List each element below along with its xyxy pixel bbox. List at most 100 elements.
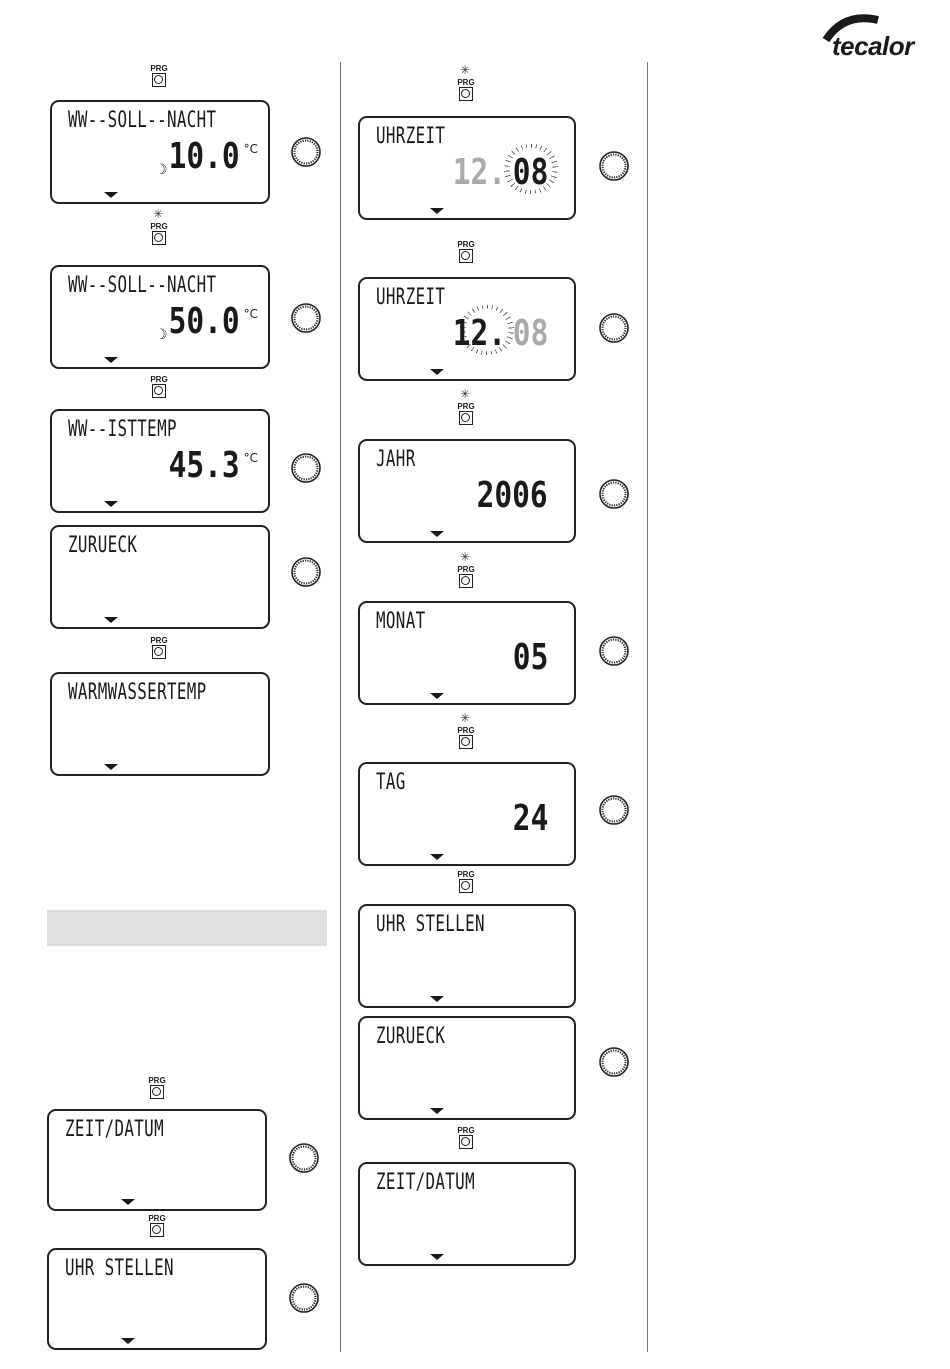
- prg-button[interactable]: PRG: [148, 636, 170, 659]
- blink-sun-icon: ✳: [153, 208, 163, 220]
- rotary-knob-icon[interactable]: [598, 1046, 630, 1078]
- lcd-value: 2006: [477, 475, 548, 516]
- prg-button-icon: [459, 735, 473, 749]
- prg-button-icon: [459, 879, 473, 893]
- prg-button-icon: [459, 411, 473, 425]
- prg-label: PRG: [455, 565, 477, 574]
- down-arrow-icon: [104, 764, 118, 770]
- down-arrow-icon: [430, 208, 444, 214]
- prg-label: PRG: [455, 726, 477, 735]
- rotary-knob-icon[interactable]: [290, 556, 322, 588]
- prg-button[interactable]: PRG: [455, 1126, 477, 1149]
- rotary-knob-icon[interactable]: [288, 1282, 320, 1314]
- rotary-knob-icon[interactable]: [290, 302, 322, 334]
- lcd-value: 50.0: [169, 301, 240, 342]
- lcd-value: 05: [512, 637, 548, 678]
- down-arrow-icon: [430, 693, 444, 699]
- prg-button[interactable]: PRG: [148, 64, 170, 87]
- column-divider: [647, 62, 648, 1352]
- down-arrow-icon: [104, 357, 118, 363]
- prg-label: PRG: [455, 78, 477, 87]
- lcd-title: UHR STELLEN: [65, 1256, 174, 1281]
- prg-button[interactable]: PRG: [146, 1214, 168, 1237]
- lcd-value-dim: 08: [512, 313, 548, 354]
- prg-button-icon: [459, 1135, 473, 1149]
- lcd-display: MONAT 05: [358, 601, 576, 705]
- prg-button[interactable]: PRG: [148, 222, 170, 245]
- lcd-display: WW--SOLL--NACHT ☽ 10.0 °C: [50, 100, 270, 204]
- blink-sun-icon: ✳: [460, 551, 470, 563]
- lcd-display: ZEIT/DATUM: [358, 1162, 576, 1266]
- lcd-value-dim: 12.: [453, 152, 506, 193]
- lcd-display: UHRZEIT 12. 08: [358, 277, 576, 381]
- rotary-knob-icon[interactable]: [598, 794, 630, 826]
- lcd-title: UHRZEIT: [376, 124, 445, 149]
- rotary-knob-icon[interactable]: [598, 150, 630, 182]
- prg-button[interactable]: PRG: [455, 240, 477, 263]
- lcd-display: ZURUECK: [50, 525, 270, 629]
- blink-sun-icon: ✳: [460, 64, 470, 76]
- rotary-knob-icon[interactable]: [598, 635, 630, 667]
- lcd-display: WARMWASSERTEMP: [50, 672, 270, 776]
- rotary-knob-icon[interactable]: [598, 312, 630, 344]
- lcd-display: TAG 24: [358, 762, 576, 866]
- down-arrow-icon: [430, 531, 444, 537]
- down-arrow-icon: [104, 192, 118, 198]
- down-arrow-icon: [104, 617, 118, 623]
- lcd-value-blinking: 12.: [453, 313, 506, 354]
- rotary-knob-icon[interactable]: [290, 136, 322, 168]
- prg-button[interactable]: PRG: [148, 375, 170, 398]
- prg-button[interactable]: PRG: [146, 1076, 168, 1099]
- lcd-title: WARMWASSERTEMP: [68, 680, 207, 705]
- lcd-value: 45.3: [169, 445, 240, 486]
- lcd-value-blinking: 08: [512, 152, 548, 193]
- section-header-bar: [47, 910, 327, 946]
- blink-sun-icon: ✳: [460, 712, 470, 724]
- prg-button-icon: [150, 1085, 164, 1099]
- rotary-knob-icon[interactable]: [290, 452, 322, 484]
- prg-label: PRG: [146, 1214, 168, 1223]
- prg-label: PRG: [455, 1126, 477, 1135]
- lcd-value: 10.0: [169, 136, 240, 177]
- prg-button[interactable]: PRG: [455, 78, 477, 101]
- prg-label: PRG: [148, 222, 170, 231]
- prg-button-icon: [459, 574, 473, 588]
- down-arrow-icon: [430, 1254, 444, 1260]
- lcd-display: WW--SOLL--NACHT ☽ 50.0 °C: [50, 265, 270, 369]
- lcd-display: WW--ISTTEMP 45.3 °C: [50, 409, 270, 513]
- lcd-title: WW--ISTTEMP: [68, 417, 177, 442]
- down-arrow-icon: [104, 501, 118, 507]
- prg-label: PRG: [455, 870, 477, 879]
- lcd-unit: °C: [244, 451, 258, 465]
- down-arrow-icon: [430, 1108, 444, 1114]
- prg-button-icon: [152, 73, 166, 87]
- lcd-display: JAHR 2006: [358, 439, 576, 543]
- lcd-title: ZURUECK: [68, 533, 137, 558]
- prg-button-icon: [150, 1223, 164, 1237]
- lcd-title: ZURUECK: [376, 1024, 445, 1049]
- rotary-knob-icon[interactable]: [288, 1142, 320, 1174]
- lcd-display: UHR STELLEN: [47, 1248, 267, 1350]
- down-arrow-icon: [430, 369, 444, 375]
- lcd-title: MONAT: [376, 609, 425, 634]
- prg-label: PRG: [455, 402, 477, 411]
- blink-sun-icon: ✳: [460, 388, 470, 400]
- lcd-display: UHRZEIT 12. 08: [358, 116, 576, 220]
- prg-button-icon: [152, 231, 166, 245]
- prg-button[interactable]: PRG: [455, 726, 477, 749]
- lcd-title: UHR STELLEN: [376, 912, 485, 937]
- lcd-title: WW--SOLL--NACHT: [68, 273, 216, 298]
- column-divider: [340, 62, 341, 1352]
- rotary-knob-icon[interactable]: [598, 478, 630, 510]
- lcd-title: TAG: [376, 770, 406, 795]
- prg-button[interactable]: PRG: [455, 870, 477, 893]
- lcd-title: WW--SOLL--NACHT: [68, 108, 216, 133]
- prg-button[interactable]: PRG: [455, 565, 477, 588]
- lcd-title: ZEIT/DATUM: [376, 1170, 475, 1195]
- logo-text: tecalor: [832, 31, 914, 62]
- down-arrow-icon: [121, 1338, 135, 1344]
- prg-label: PRG: [148, 636, 170, 645]
- prg-button[interactable]: PRG: [455, 402, 477, 425]
- prg-label: PRG: [455, 240, 477, 249]
- tecalor-logo: tecalor: [818, 12, 946, 62]
